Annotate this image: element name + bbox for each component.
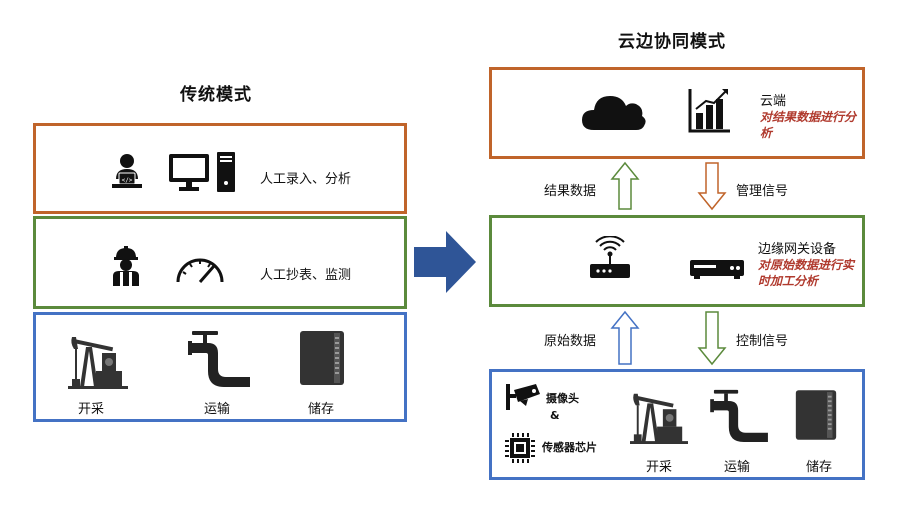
gateway-box-icon	[688, 258, 746, 280]
device-box: 摄像头 & 传感器芯片	[489, 369, 865, 480]
row2-text: 人工抄表、监测	[260, 268, 352, 283]
edge-desc: 对原始数据进行实时加工分析	[758, 258, 855, 288]
camera-label: 摄像头	[546, 392, 579, 405]
down-arrow-control-icon	[697, 310, 727, 366]
pumpjack-icon	[68, 329, 128, 389]
router-icon	[586, 236, 634, 280]
down-arrow-management-icon	[697, 161, 727, 211]
left-label-transport: 运输	[204, 402, 231, 417]
left-title: 传统模式	[180, 85, 252, 105]
right-label-mining: 开采	[646, 460, 673, 475]
helmet-worker-icon	[109, 246, 143, 286]
label-raw-data: 原始数据	[544, 334, 597, 349]
edge-title: 边缘网关设备	[758, 242, 837, 257]
pumpjack-icon	[630, 386, 688, 444]
right-label-transport: 运输	[724, 460, 751, 475]
ampersand-label: &	[550, 409, 560, 422]
pipe-valve-icon	[188, 329, 252, 387]
left-row-analysis: </> 人工录入、分析	[33, 123, 407, 214]
sensor-chip-label: 传感器芯片	[542, 441, 597, 454]
left-label-mining: 开采	[78, 402, 105, 417]
edge-box: 边缘网关设备 对原始数据进行实时加工分析	[489, 215, 865, 307]
left-row-monitoring: 人工抄表、监测	[33, 216, 407, 309]
tower-pc-icon	[216, 151, 236, 193]
cloud-box: 云端 对结果数据进行分析	[489, 67, 865, 159]
cloud-title: 云端	[760, 94, 787, 109]
pipe-valve-icon	[710, 388, 770, 442]
right-label-storage: 储存	[806, 460, 833, 475]
row1-text: 人工录入、分析	[260, 172, 352, 187]
right-title: 云边协同模式	[618, 32, 726, 52]
left-row-operations: 开采 运输 储存	[33, 312, 407, 422]
gauge-icon	[174, 254, 226, 284]
up-arrow-raw-data-icon	[610, 310, 640, 366]
up-arrow-result-icon	[610, 161, 640, 211]
camera-icon	[506, 382, 542, 412]
transition-arrow-icon	[412, 229, 478, 295]
svg-text:</>: </>	[122, 177, 133, 184]
label-management-signal: 管理信号	[736, 184, 789, 199]
worker-computer-icon: </>	[112, 153, 142, 189]
label-result-data: 结果数据	[544, 184, 597, 199]
tank-icon	[794, 388, 838, 442]
monitor-icon	[167, 152, 211, 192]
chip-icon	[504, 432, 536, 464]
bar-chart-icon	[688, 87, 732, 133]
left-label-storage: 储存	[308, 402, 335, 417]
cloud-desc: 对结果数据进行分析	[760, 110, 857, 140]
cloud-icon	[580, 90, 648, 132]
label-control-signal: 控制信号	[736, 334, 789, 349]
tank-icon	[298, 329, 346, 387]
